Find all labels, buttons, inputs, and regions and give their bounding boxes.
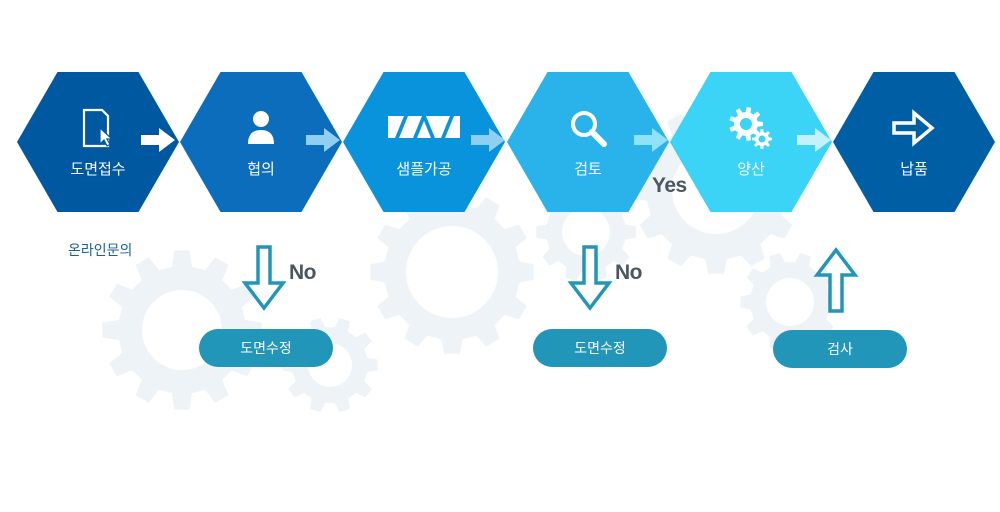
- down-arrow-icon: [241, 245, 287, 311]
- revision-pill-1: 도면수정: [199, 329, 333, 367]
- flow-arrow-icon: [634, 128, 668, 152]
- mini-gear-hole: [758, 135, 766, 143]
- step-label: 양산: [737, 160, 765, 178]
- background-gear-hole: [562, 208, 610, 256]
- online-inquiry-text: 온라인문의: [68, 243, 133, 259]
- sample-processing-icon: [343, 106, 505, 150]
- step-label: 도면접수: [70, 160, 126, 178]
- gears-icon: [670, 106, 832, 150]
- magnifier-icon: [507, 106, 669, 150]
- step-label: 검토: [574, 160, 602, 178]
- background-gear-hole: [766, 278, 814, 326]
- yes-label: Yes: [652, 174, 687, 197]
- background-gear-hole: [406, 226, 498, 318]
- up-arrow-icon: [813, 247, 859, 313]
- down-arrow-icon: [567, 245, 613, 311]
- revision-pill-2: 도면수정: [533, 329, 667, 367]
- flow-arrow-icon: [797, 128, 831, 152]
- mini-gear-hole: [740, 118, 752, 130]
- no-label-consult: No: [289, 261, 317, 284]
- step-label: 납품: [900, 160, 928, 178]
- flow-arrow-icon: [471, 128, 505, 152]
- flow-arrow-icon: [141, 128, 175, 152]
- flow-arrow-icon: [306, 128, 340, 152]
- document-cursor-icon: [17, 106, 179, 150]
- step-label: 협의: [247, 160, 275, 178]
- step-label: 샘플가공: [396, 160, 452, 178]
- arrow-right-icon: [833, 106, 995, 150]
- inspection-pill: 검사: [773, 330, 907, 368]
- person-icon: [180, 106, 342, 150]
- no-label-review: No: [615, 261, 643, 284]
